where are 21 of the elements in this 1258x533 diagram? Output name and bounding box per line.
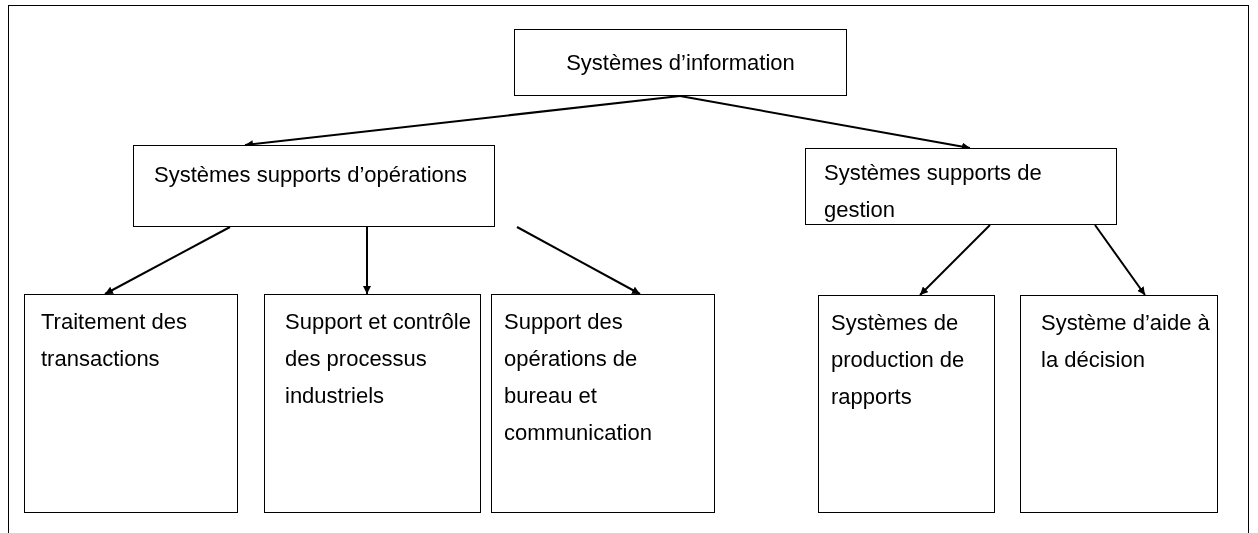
process-box xyxy=(24,294,238,513)
process-box xyxy=(133,145,495,227)
arrow xyxy=(104,226,231,295)
box-label: Support des opérations de bureau et communication xyxy=(504,308,653,447)
box-label: Systèmes de production de rapports xyxy=(831,309,966,411)
process-box xyxy=(514,29,847,96)
process-box xyxy=(1020,295,1218,513)
box-label: Systèmes d’information xyxy=(565,49,796,77)
arrow xyxy=(516,226,641,295)
box-label: Systèmes supports d’opérations xyxy=(154,161,468,189)
arrow xyxy=(1094,224,1146,296)
box-label: Traitement des transactions xyxy=(41,308,188,373)
box-label: Systèmes supports de gestion xyxy=(824,159,1043,224)
box-label: Système d’aide à la décision xyxy=(1041,309,1211,374)
process-box xyxy=(491,294,715,513)
process-box xyxy=(805,148,1117,225)
arrow xyxy=(363,226,371,295)
arrow xyxy=(919,224,991,296)
process-box xyxy=(264,294,481,513)
process-box xyxy=(818,295,995,513)
box-label: Support et contrôle des processus industriels xyxy=(285,308,472,410)
